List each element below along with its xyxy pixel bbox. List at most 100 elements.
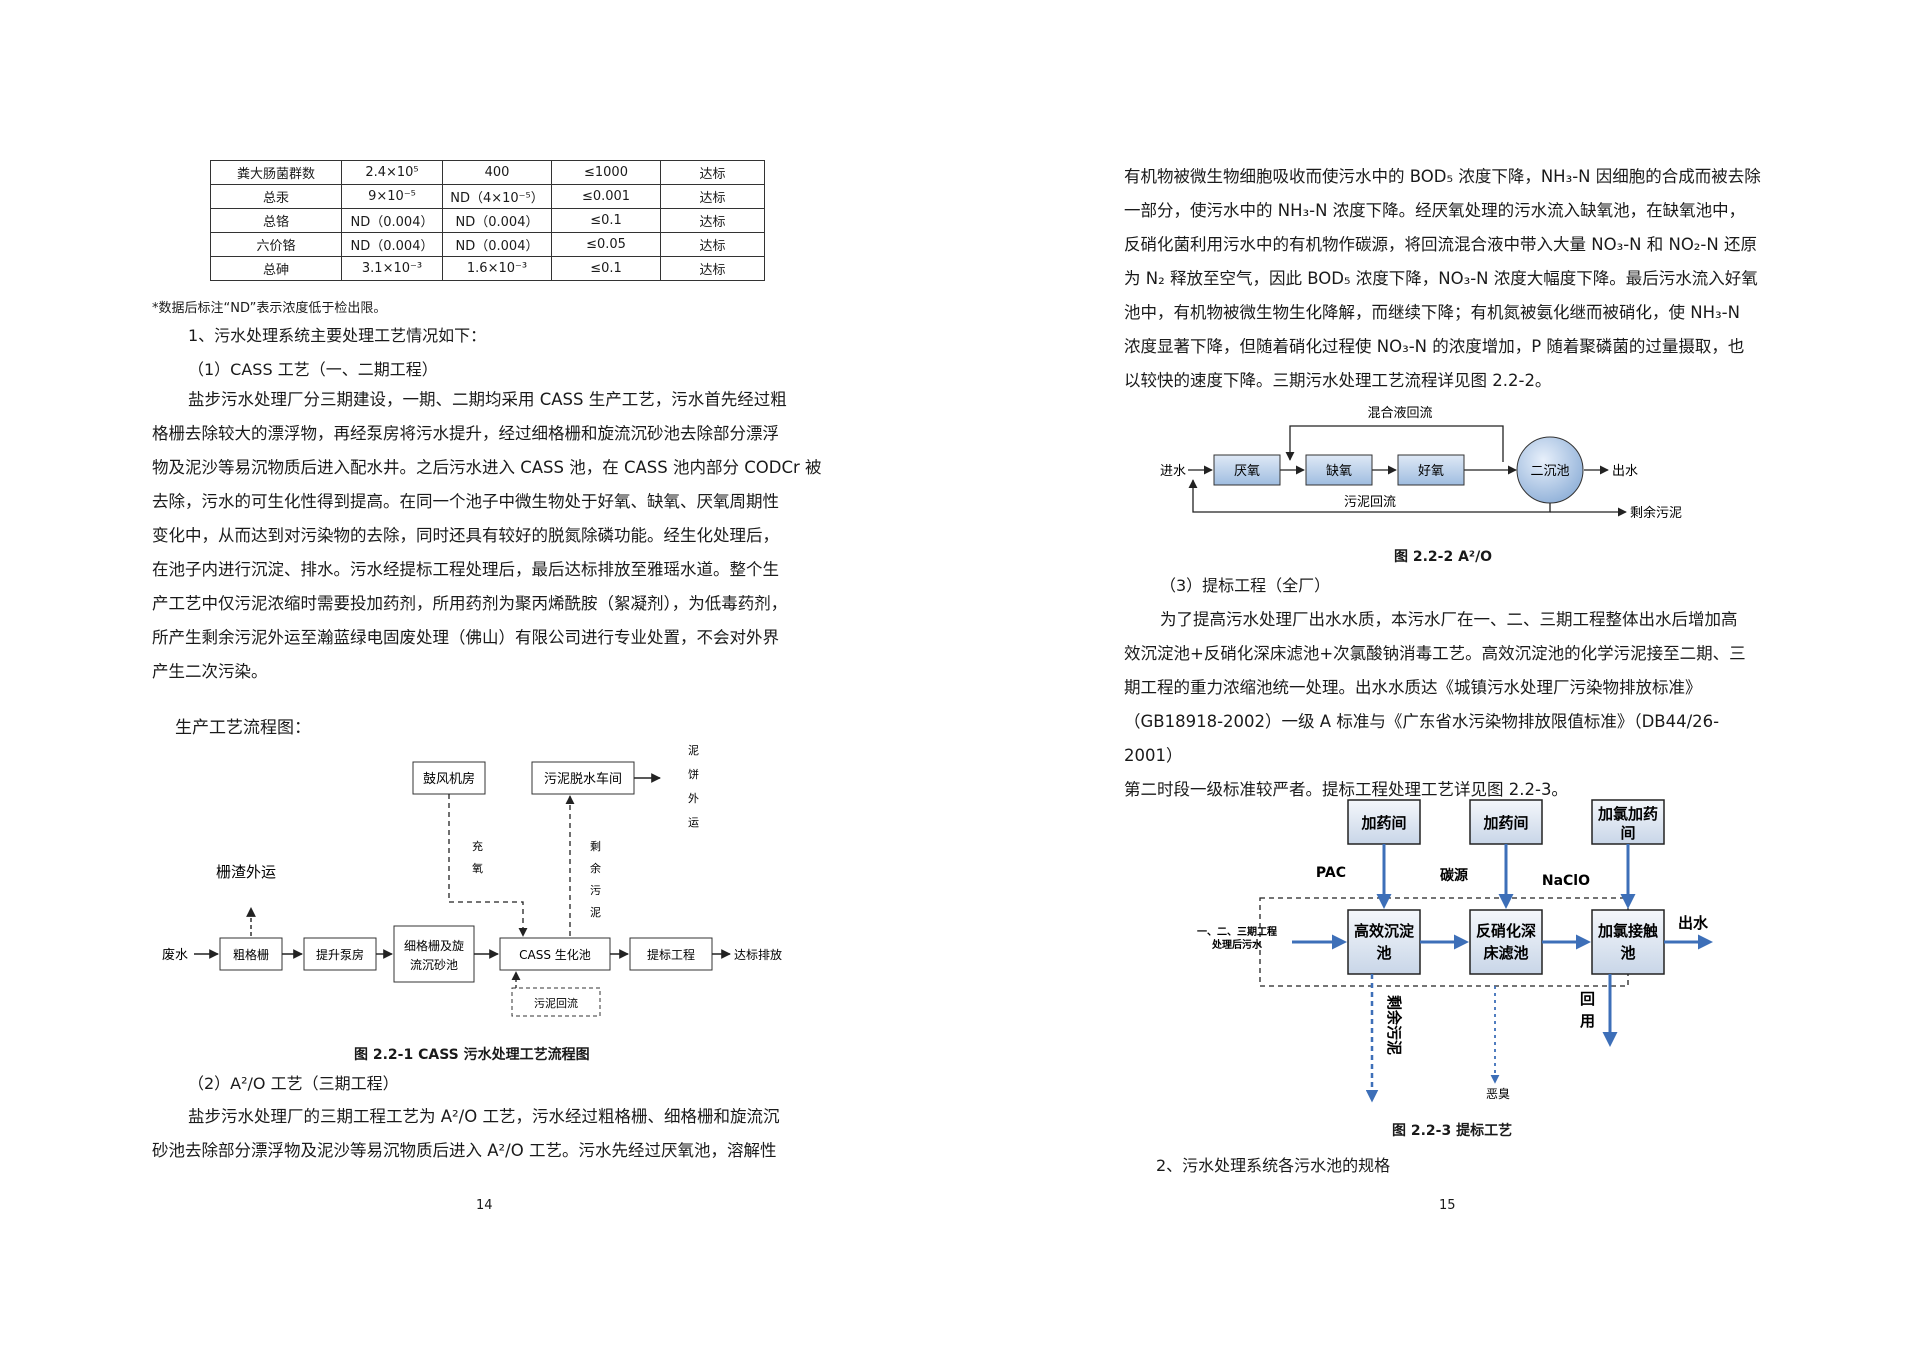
screenings-label: 栅渣外运 xyxy=(216,863,276,881)
reuse-label-1: 回 xyxy=(1580,990,1595,1008)
paragraph-line: 为 N₂ 释放至空气，因此 BOD₅ 浓度下降，NO₃-N 浓度大幅度下降。最后… xyxy=(1124,269,1758,288)
sludge-return-label: 污泥回流 xyxy=(1344,495,1396,510)
table-cell: ND（0.004） xyxy=(442,208,552,233)
naclo-label: NaClO xyxy=(1542,873,1590,889)
table-cell: ND（4×10⁻⁵） xyxy=(442,184,552,209)
paragraph-line: 浓度显著下降，但随着硝化过程使 NO₃-N 的浓度增加，P 随着聚磷菌的过量摄取… xyxy=(1124,337,1745,356)
denitrification-filter-box xyxy=(1469,909,1543,975)
paragraph-line: 砂池去除部分漂浮物及泥沙等易沉物质后进入 A²/O 工艺。污水先经过厌氧池，溶解… xyxy=(152,1141,777,1160)
aerobic-box xyxy=(1397,454,1465,486)
reuse-label-2: 用 xyxy=(1580,1012,1595,1030)
chlorine-room-label-1: 加氯加药 xyxy=(1597,805,1658,823)
upgrade-flow-diagram: 加药间 加药间 加氯加药 间 PAC 碳源 NaClO 一、二、三期工程 处理后… xyxy=(1197,799,1713,1103)
paragraph-line: 盐步污水处理厂分三期建设，一期、二期均采用 CASS 生产工艺，污水首先经过粗 xyxy=(188,390,787,409)
section-heading-tank-specs: 2、污水处理系统各污水池的规格 xyxy=(1156,1156,1391,1175)
figure-2-2-3-caption: 图 2.2-3 提标工艺 xyxy=(1392,1123,1513,1139)
flow-chart-title: 生产工艺流程图： xyxy=(175,718,311,738)
dewatering-label: 污泥脱水车间 xyxy=(544,771,622,787)
dosing-room-2-label: 加药间 xyxy=(1482,814,1528,832)
upgrade-boundary xyxy=(1259,897,1629,987)
figure-2-2-1-caption: 图 2.2-1 CASS 污水处理工艺流程图 xyxy=(354,1047,590,1063)
table-cell: 达标 xyxy=(660,256,765,281)
cass-box xyxy=(499,937,611,971)
fine-screen-box xyxy=(393,925,475,983)
oxygen-label-1: 充 xyxy=(472,839,483,853)
section-heading-1: 1、污水处理系统主要处理工艺情况如下： xyxy=(188,326,487,345)
settler-label-2: 池 xyxy=(1376,944,1391,962)
oxygen-label-2: 氧 xyxy=(472,861,483,875)
anaerobic-label: 厌氧 xyxy=(1234,464,1260,479)
table-cell: 达标 xyxy=(660,184,765,209)
outlet-label: 出水 xyxy=(1612,464,1638,479)
inlet-label: 进水 xyxy=(1160,464,1186,479)
fine-screen-label-1: 细格栅及旋 xyxy=(404,938,464,953)
lift-pump-label: 提升泵房 xyxy=(316,947,364,962)
paragraph-line: 一部分，使污水中的 NH₃-N 浓度下降。经厌氧处理的污水流入缺氧池，在缺氧池中… xyxy=(1124,201,1746,220)
section-heading-a2o: （2）A²/O 工艺（三期工程） xyxy=(188,1074,399,1093)
paragraph-line: 物及泥沙等易沉物质后进入配水井。之后污水进入 CASS 池，在 CASS 池内部… xyxy=(152,458,822,477)
paragraph-line: 格栅去除较大的漂浮物，再经泵房将污水提升，经过细格栅和旋流沉砂池去除部分漂浮 xyxy=(152,424,779,443)
a2o-paragraph: 盐步污水处理厂的三期工程工艺为 A²/O 工艺，污水经过粗格栅、细格栅和旋流沉 … xyxy=(152,1100,832,1168)
mixed-liquor-return-line xyxy=(1285,425,1504,462)
section-heading-cass: （1）CASS 工艺（一、二期工程） xyxy=(188,360,438,379)
paragraph-line: 所产生剩余污泥外运至瀚蓝绿电固废处理（佛山）有限公司进行专业处置，不会对外界 xyxy=(152,628,779,647)
table-cell: ≤0.1 xyxy=(551,208,661,233)
table-cell: 3.1×10⁻³ xyxy=(341,256,443,281)
cake-label-4: 运 xyxy=(688,816,699,829)
fine-screen-label-2: 流沉砂池 xyxy=(410,958,458,972)
dosing-room-1-label: 加药间 xyxy=(1360,814,1406,832)
anoxic-label: 缺氧 xyxy=(1326,464,1352,479)
table-cell: ≤1000 xyxy=(551,160,661,185)
table-cell: ND（0.004） xyxy=(341,208,443,233)
table-cell: 总汞 xyxy=(210,184,342,209)
clarifier-label: 二沉池 xyxy=(1530,464,1569,479)
inlet-label-2: 处理后污水 xyxy=(1211,938,1263,951)
surplus-sludge-label: 剩余污泥 xyxy=(1385,995,1403,1055)
dewatering-box xyxy=(531,761,635,795)
paragraph-line: 产生二次污染。 xyxy=(152,662,268,681)
surplus-label-2: 余 xyxy=(590,861,601,875)
dosing-room-2-box xyxy=(1469,799,1543,845)
table-cell: ≤0.05 xyxy=(551,232,661,257)
secondary-clarifier xyxy=(1516,436,1584,504)
paragraph-line: 效沉淀池+反硝化深床滤池+次氯酸钠消毒工艺。高效沉淀池的化学污泥接至二期、三 xyxy=(1124,644,1746,663)
table-cell: 总铬 xyxy=(210,208,342,233)
page-15: 有机物被微生物细胞吸收而使污水中的 BOD₅ 浓度下降，NH₃-N 因细胞的合成… xyxy=(960,0,1920,1358)
chlorine-contact-box xyxy=(1591,909,1665,975)
table-cell: 总砷 xyxy=(210,256,342,281)
coarse-screen-label: 粗格栅 xyxy=(233,947,269,962)
surplus-label-4: 泥 xyxy=(590,906,601,919)
wastewater-label: 废水 xyxy=(162,947,188,963)
odor-label: 恶臭 xyxy=(1486,1086,1510,1101)
cass-label: CASS 生化池 xyxy=(519,948,591,962)
surplus-sludge-label: 剩余污泥 xyxy=(1630,505,1682,521)
blower-room-box xyxy=(412,761,486,795)
figure-2-2-2-caption: 图 2.2-2 A²/O xyxy=(1394,549,1493,565)
table-cell: 1.6×10⁻³ xyxy=(442,256,552,281)
paragraph-line: 为了提高污水处理厂出水水质，本污水厂在一、二、三期工程整体出水后增加高 xyxy=(1160,610,1738,629)
mixed-liquor-label: 混合液回流 xyxy=(1367,406,1432,421)
table-cell: 粪大肠菌群数 xyxy=(210,160,342,185)
cake-label-3: 外 xyxy=(688,792,699,805)
sludge-return-box xyxy=(511,987,601,1017)
chlorine-room-label-2: 间 xyxy=(1620,824,1635,842)
paragraph-line: 产工艺中仅污泥浓缩时需要投加药剂，所用药剂为聚丙烯酰胺（絮凝剂），为低毒药剂， xyxy=(152,594,788,613)
upgrade-box xyxy=(629,937,713,971)
filter-label-2: 床滤池 xyxy=(1483,944,1528,962)
table-cell: ≤0.1 xyxy=(551,256,661,281)
upgrade-label: 提标工程 xyxy=(647,947,695,962)
paragraph-line: （GB18918-2002）一级 A 标准与《广东省水污染物排放限值标准》（DB… xyxy=(1124,712,1720,765)
table-cell: 达标 xyxy=(660,232,765,257)
paragraph-line: 池中，有机物被微生物生化降解，而继续下降；有机氮被氨化继而被硝化，使 NH₃-N xyxy=(1124,303,1740,322)
inlet-label-1: 一、二、三期工程 xyxy=(1197,925,1277,938)
page-number: 15 xyxy=(1439,1198,1456,1213)
table-cell: 达标 xyxy=(660,208,765,233)
a2o-flow-diagram: 混合液回流 进水 厌氧 缺氧 好氧 二沉池 出水 污泥回流 剩余污泥 xyxy=(1160,406,1682,521)
paragraph-line: 变化中，从而达到对污染物的去除，同时还具有较好的脱氮除磷功能。经生化处理后， xyxy=(152,526,779,545)
